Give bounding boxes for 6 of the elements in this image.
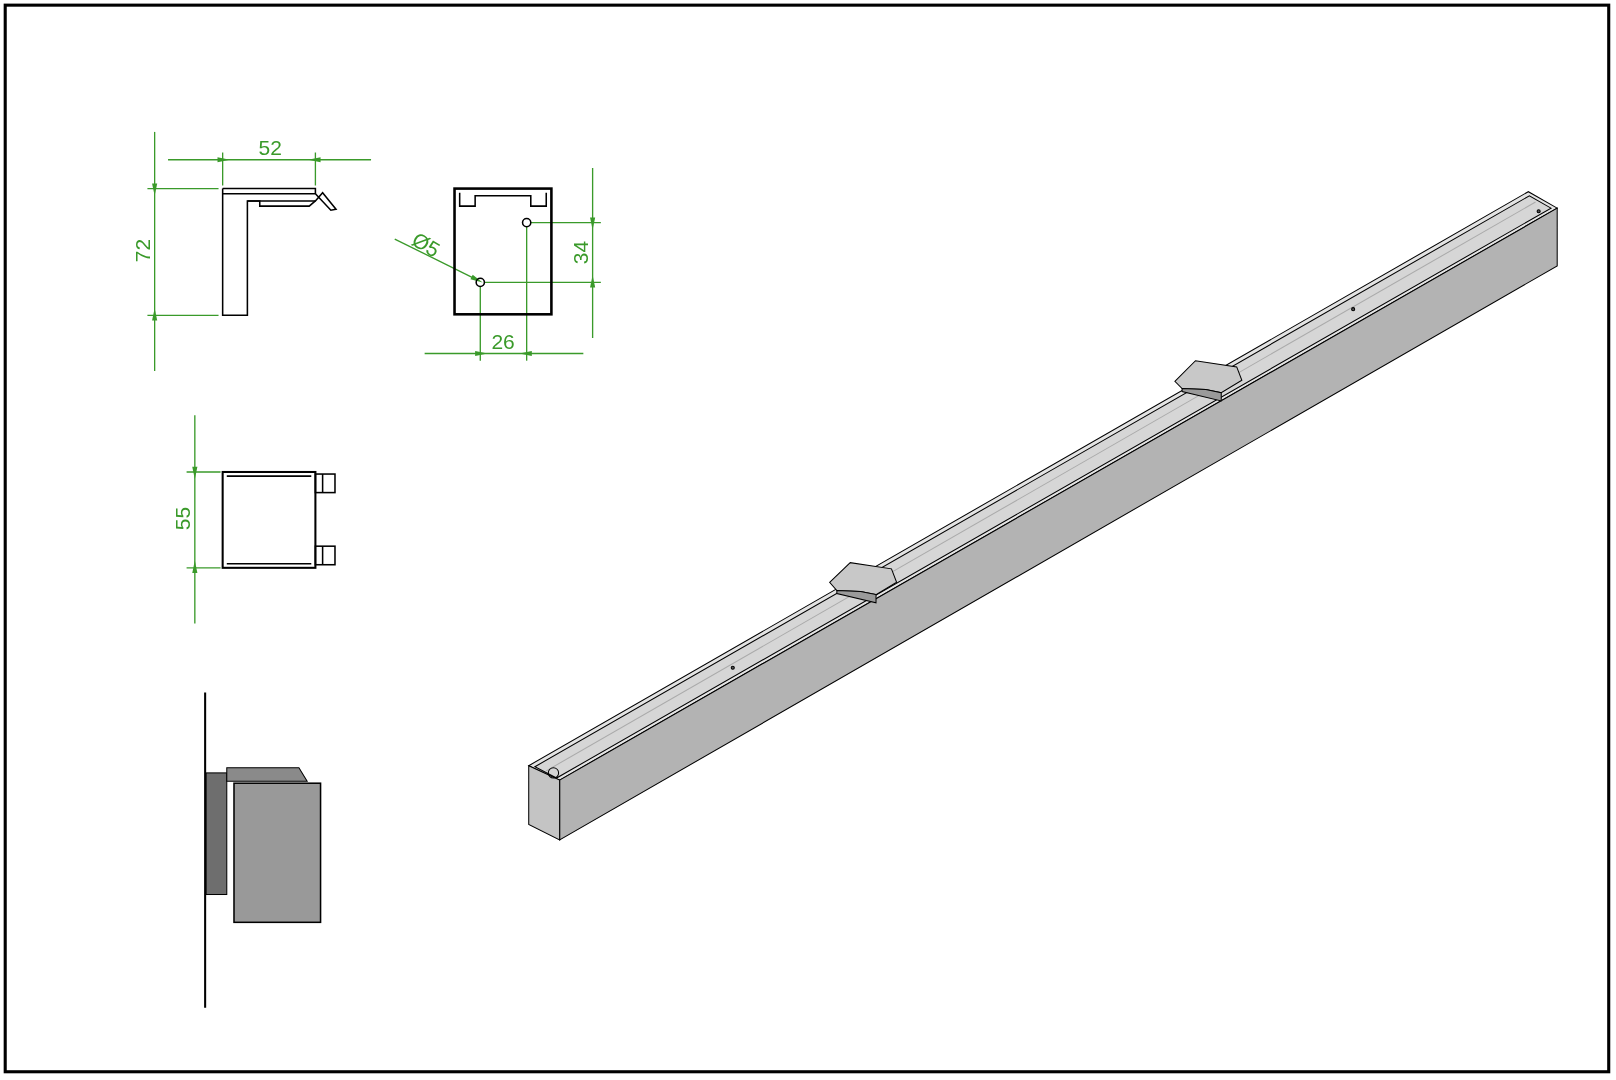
dimension-value: 72 <box>131 238 153 263</box>
dimension-value: 26 <box>491 330 515 352</box>
dimension-value: 52 <box>258 136 282 158</box>
dimension-value: 55 <box>172 506 194 531</box>
dimension-value: Ø5 <box>408 228 444 261</box>
dimension-value: 34 <box>569 240 591 265</box>
